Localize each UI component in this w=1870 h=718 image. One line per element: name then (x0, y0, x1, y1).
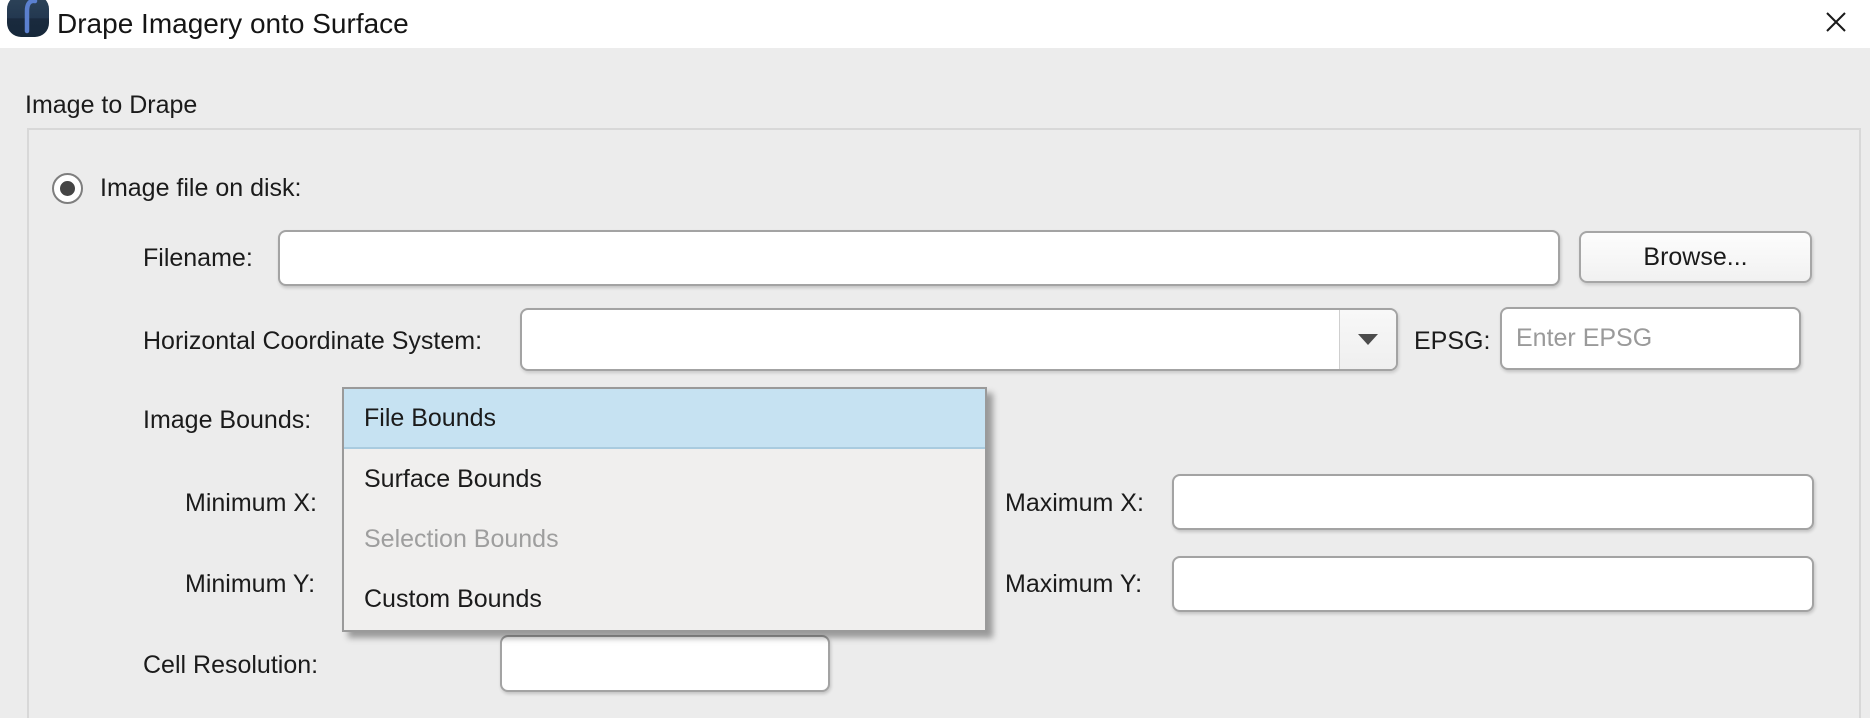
hcs-label: Horizontal Coordinate System: (143, 327, 483, 355)
image-file-on-disk-radio[interactable] (52, 173, 83, 204)
minimum-x-label: Minimum X: (185, 489, 317, 517)
dropdown-item-label: Custom Bounds (364, 584, 542, 613)
title-bar: Drape Imagery onto Surface (0, 0, 1870, 48)
hcs-combobox[interactable] (520, 308, 1398, 371)
browse-button[interactable]: Browse... (1579, 231, 1812, 283)
image-to-drape-groupbox (27, 128, 1861, 718)
chevron-down-icon (1358, 334, 1378, 345)
hcs-combobox-dropdown-button[interactable] (1339, 310, 1396, 369)
cell-resolution-input[interactable] (500, 635, 830, 692)
browse-button-label: Browse... (1643, 242, 1748, 271)
close-icon (1826, 12, 1846, 32)
cell-resolution-label: Cell Resolution: (143, 651, 319, 679)
minimum-y-label: Minimum Y: (185, 570, 316, 598)
app-icon (7, 0, 49, 37)
maximum-x-label: Maximum X: (1005, 489, 1144, 517)
epsg-label: EPSG: (1414, 327, 1491, 355)
maximum-x-input[interactable] (1172, 474, 1814, 530)
group-title: Image to Drape (25, 91, 198, 119)
radio-dot (60, 181, 75, 196)
dropdown-item-surface-bounds[interactable]: Surface Bounds (344, 449, 985, 509)
filename-label: Filename: (143, 244, 253, 272)
image-bounds-dropdown-list: File Bounds Surface Bounds Selection Bou… (342, 387, 987, 632)
dropdown-item-selection-bounds: Selection Bounds (344, 509, 985, 569)
image-bounds-label: Image Bounds: (143, 406, 312, 434)
dropdown-item-custom-bounds[interactable]: Custom Bounds (344, 569, 985, 629)
hcs-combobox-value (522, 310, 1339, 369)
maximum-y-input[interactable] (1172, 556, 1814, 612)
dropdown-item-file-bounds[interactable]: File Bounds (344, 389, 985, 449)
close-button[interactable] (1810, 0, 1862, 44)
radio-label: Image file on disk: (100, 174, 302, 202)
epsg-input[interactable] (1500, 307, 1801, 370)
window-title: Drape Imagery onto Surface (57, 8, 409, 39)
dropdown-item-label: File Bounds (364, 403, 497, 432)
filename-input[interactable] (278, 230, 1560, 286)
dropdown-item-label: Selection Bounds (364, 524, 559, 553)
maximum-y-label: Maximum Y: (1005, 570, 1143, 598)
dropdown-item-label: Surface Bounds (364, 464, 542, 493)
